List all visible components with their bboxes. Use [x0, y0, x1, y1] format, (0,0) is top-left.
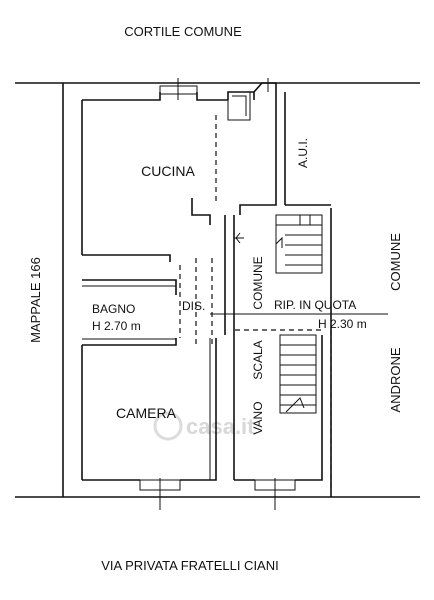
- watermark: casa.it: [153, 411, 255, 441]
- label-comune-right: COMUNE: [388, 233, 403, 291]
- label-vano: VANO: [251, 401, 265, 434]
- label-mappale: MAPPALE 166: [28, 257, 43, 343]
- walls: [81, 78, 388, 510]
- dashed-lines: [179, 115, 325, 345]
- label-bagno-height: H 2.70 m: [92, 319, 141, 333]
- label-androne: ANDRONE: [388, 347, 403, 412]
- label-scala: SCALA: [251, 340, 265, 379]
- label-camera: CAMERA: [116, 405, 177, 421]
- door-arrows: [234, 232, 244, 244]
- upper-stair: [275, 214, 323, 274]
- label-cortile-comune: CORTILE COMUNE: [124, 24, 242, 39]
- label-h230: H 2.30 m: [318, 317, 367, 331]
- label-bagno: BAGNO: [92, 302, 135, 316]
- label-cucina: CUCINA: [141, 163, 195, 179]
- watermark-text: casa.it: [186, 414, 255, 439]
- label-dis: DIS.: [182, 299, 205, 313]
- label-via-privata: VIA PRIVATA FRATELLI CIANI: [101, 558, 278, 573]
- lower-stair: [279, 334, 317, 414]
- label-comune-vertical: COMUNE: [251, 256, 265, 309]
- label-rip-in-quota: RIP. IN QUOTA: [274, 298, 356, 312]
- label-aui: A.U.I.: [296, 138, 310, 168]
